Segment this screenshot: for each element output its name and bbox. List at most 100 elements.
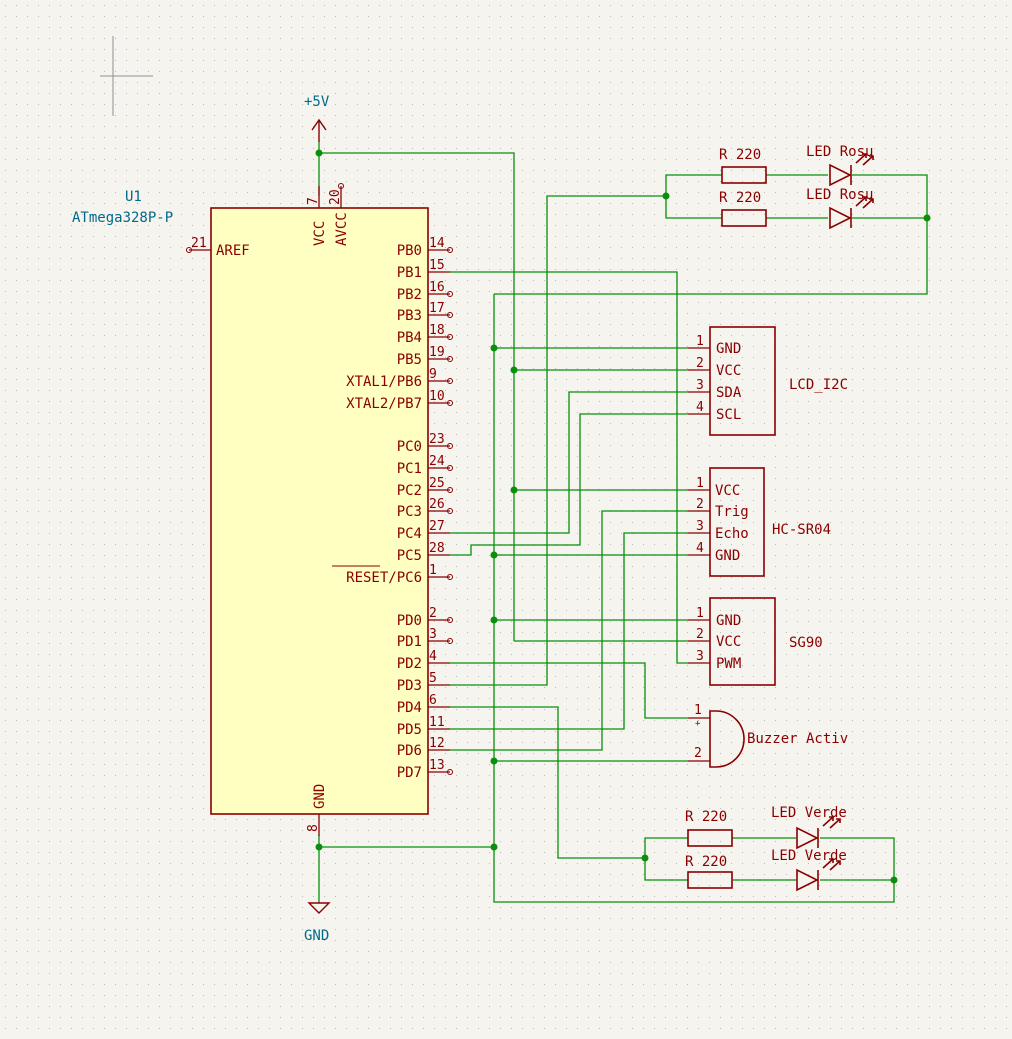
resistor-red-2[interactable]: R 220 <box>719 190 767 227</box>
pin-name: RESET/PC6 <box>346 570 422 586</box>
led-red-1[interactable]: LED Rosu <box>806 144 874 187</box>
resistor-label: R 220 <box>719 190 761 206</box>
pin-name: GND <box>312 784 328 809</box>
red-led-group[interactable]: R 220 LED Rosu R 220 LED Rosu <box>719 144 874 230</box>
unconnected-pin-marker <box>447 508 453 514</box>
led-red-2[interactable]: LED Rosu <box>806 187 874 230</box>
led-green-2[interactable]: LED Verde <box>771 848 847 892</box>
pin-name: PC1 <box>397 461 422 477</box>
unconnected-pin-marker <box>447 247 453 253</box>
pin-name: PC5 <box>397 548 422 564</box>
pin-number: 25 <box>429 476 445 491</box>
mcu-body <box>210 207 429 815</box>
mcu-pin-pc5[interactable]: PC5 28 <box>397 541 450 564</box>
unconnected-pin-marker <box>447 291 453 297</box>
crosshair-cursor <box>100 36 153 116</box>
pin-name: GND <box>716 341 741 357</box>
buzzer-activ[interactable]: 1 + 2 Buzzer Activ <box>688 703 848 768</box>
power-gnd-symbol[interactable]: GND <box>304 902 331 944</box>
mcu-value: ATmega328P-P <box>72 210 173 226</box>
resistor-green-2[interactable]: R 220 <box>685 854 733 889</box>
resistor-green-1[interactable]: R 220 <box>685 809 733 847</box>
pin-name: PC3 <box>397 504 422 520</box>
pin-number: 2 <box>696 497 704 512</box>
resistor-label: R 220 <box>685 809 727 825</box>
pin-name: PC4 <box>397 526 422 542</box>
pin-name: PB4 <box>397 330 422 346</box>
pin-number: 11 <box>429 715 445 730</box>
pin-name: PB5 <box>397 352 422 368</box>
buzzer-pin-2-number: 2 <box>694 746 702 761</box>
pin-number: 8 <box>306 824 321 832</box>
unconnected-pin-marker <box>186 247 192 253</box>
pin-number: 23 <box>429 432 445 447</box>
pin-name: VCC <box>312 221 328 246</box>
pin-number: 28 <box>429 541 445 556</box>
pin-name: PD0 <box>397 613 422 629</box>
pin-number: 4 <box>696 541 704 556</box>
unconnected-pin-marker <box>447 638 453 644</box>
mcu-pin-gnd[interactable]: GND 8 <box>306 784 328 836</box>
pin-name: PC0 <box>397 439 422 455</box>
mcu-bottom-pins: GND 8 <box>306 784 328 836</box>
pin-name: GND <box>715 548 740 564</box>
led-green-1[interactable]: LED Verde <box>771 805 847 850</box>
power-5v-symbol[interactable]: +5V <box>304 94 330 142</box>
gnd-label: GND <box>304 928 329 944</box>
resistor-red-1[interactable]: R 220 <box>719 147 767 184</box>
mcu-pin-pc0[interactable]: PC0 23 <box>397 432 453 455</box>
pin-name: PD6 <box>397 743 422 759</box>
pin-name: PD3 <box>397 678 422 694</box>
pin-number: 4 <box>696 400 704 415</box>
buzzer-plus-marker: + <box>695 719 701 729</box>
green-led-group[interactable]: R 220 LED Verde R 220 LED Verde <box>685 805 847 892</box>
lcd-label: LCD_I2C <box>789 377 848 393</box>
pin-name: Echo <box>715 526 749 542</box>
pin-name: VCC <box>716 634 741 650</box>
hcsr04-pin-gnd[interactable]: 4 GND <box>688 541 740 564</box>
